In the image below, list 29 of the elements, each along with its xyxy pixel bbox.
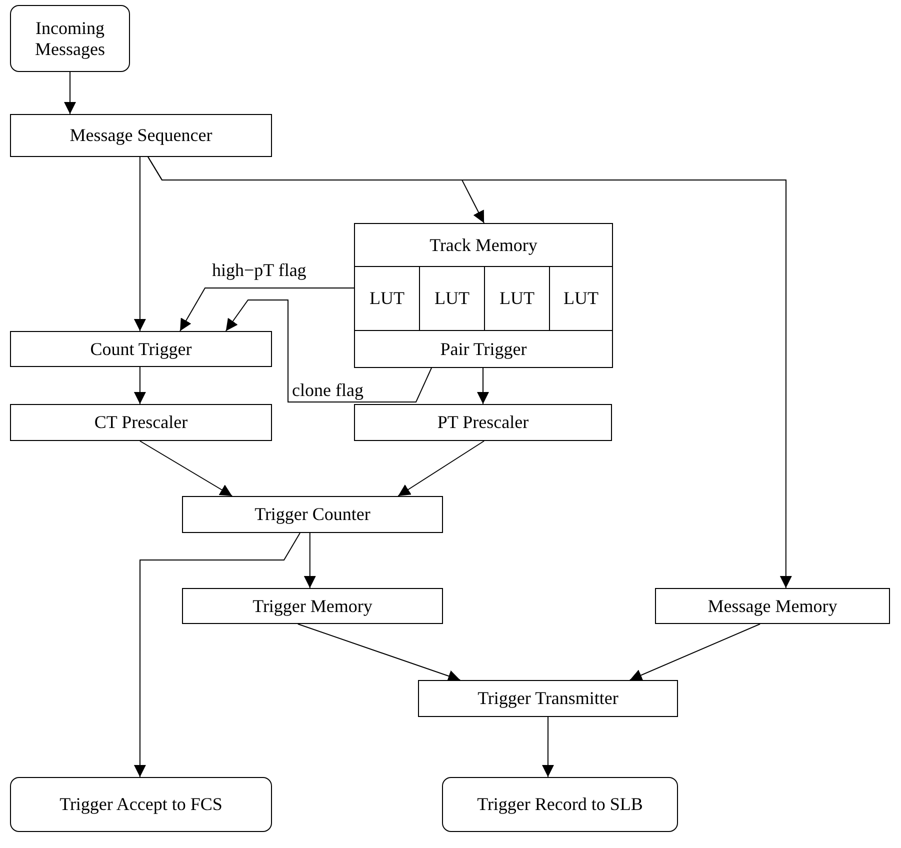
process-box: Trigger Counter — [182, 496, 443, 533]
arrow — [180, 287, 354, 332]
edge-label: clone flag — [292, 380, 364, 400]
arrow — [629, 624, 761, 681]
arrow — [542, 716, 554, 778]
process-box: Message Memory — [655, 588, 890, 624]
arrow — [477, 366, 489, 404]
process-box: Pair Trigger — [354, 330, 613, 368]
arrow — [134, 366, 146, 404]
edge-label: high−pT flag — [212, 260, 306, 280]
arrow — [304, 532, 316, 588]
arrow — [225, 300, 432, 402]
arrow — [139, 440, 233, 496]
arrow — [134, 532, 300, 778]
process-box: Trigger Memory — [182, 588, 443, 624]
process-box: PT Prescaler — [354, 404, 612, 441]
terminal-box: Trigger Accept to FCS — [10, 777, 272, 832]
process-box: Message Sequencer — [10, 114, 272, 157]
process-box: CT Prescaler — [10, 404, 272, 441]
arrow — [297, 624, 461, 682]
arrow — [64, 72, 76, 114]
terminal-box: Trigger Record to SLB — [442, 777, 678, 832]
arrow — [398, 440, 485, 496]
process-box: Trigger Transmitter — [418, 680, 678, 717]
terminal-box: Incoming Messages — [10, 5, 130, 72]
arrow — [134, 156, 146, 332]
process-box: Count Trigger — [10, 331, 272, 367]
arrow — [148, 156, 792, 588]
module-box — [354, 223, 612, 367]
